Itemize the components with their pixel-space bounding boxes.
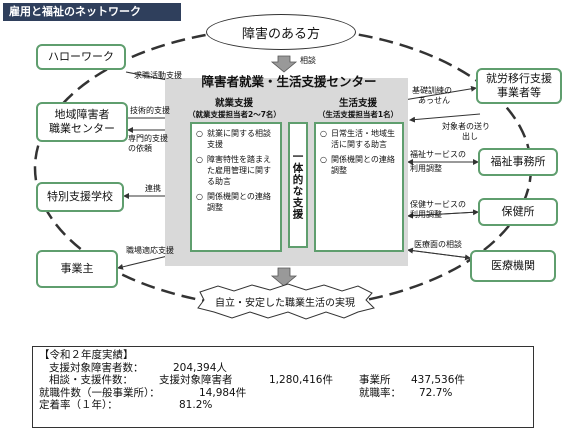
transition-line2: 事業者等 — [497, 86, 541, 99]
label-welfare-2: 利用調整 — [410, 164, 442, 173]
node-employer: 事業主 — [36, 250, 118, 288]
label-welfare-1: 福祉サービスの — [410, 150, 466, 159]
transition-line1: 就労移行支援 — [486, 72, 552, 85]
label-send-2: 出し — [462, 132, 478, 141]
node-hello-work: ハローワーク — [36, 44, 126, 70]
life-support-title: 生活支援 — [338, 98, 377, 109]
consult-label: 相談 — [300, 56, 316, 65]
label-pro-support-2: の依頼 — [128, 144, 152, 153]
label-basic-2: あっせん — [418, 96, 450, 105]
result-label: 自立・安定した職業生活の実現 — [215, 298, 355, 309]
voc-center-line1: 地域障害者 — [54, 108, 110, 121]
label-tech-support: 技術的支援 — [130, 106, 170, 115]
label-health-1: 保健サービスの — [410, 200, 466, 209]
summary-l3-right-value: 72.7% — [419, 386, 453, 399]
job-support-sub: （就業支援担当者2〜7名） — [188, 110, 281, 119]
top-node-disabled-person: 障害のある方 — [206, 14, 356, 50]
node-welfare-office: 福祉事務所 — [478, 148, 558, 176]
life-item: 関係機関との連絡調整 — [320, 154, 398, 176]
summary-l3-right: 就職率： — [359, 386, 401, 399]
summary-l2-right: 事業所 — [359, 374, 391, 386]
voc-center-line2: 職業センター — [49, 122, 115, 135]
summary-box: 【令和２年度実績】 支援対象障害者数： 204,394人 相談・支援件数： 支援… — [32, 346, 534, 428]
life-support-card: 日常生活・地域生活に関する助言 関係機関との連絡調整 — [314, 122, 404, 252]
life-support-head: 生活支援 （生活支援担当者1名） — [312, 98, 404, 120]
job-item: 就業に関する相談支援 — [196, 128, 276, 150]
job-support-head: 就業支援 （就業支援担当者2〜7名） — [188, 98, 281, 120]
result-starburst — [197, 283, 375, 320]
label-medical-consult: 医療面の相談 — [414, 240, 462, 249]
summary-l1-value: 204,394人 — [173, 361, 227, 374]
summary-l2-mid: 支援対象障害者 — [159, 374, 233, 386]
label-health-2: 利用調整 — [410, 210, 442, 219]
node-medical: 医療機関 — [470, 250, 556, 282]
label-pro-support-1: 専門的支援 — [128, 134, 168, 143]
life-support-sub: （生活支援担当者1名） — [317, 110, 399, 119]
node-vocational-center: 地域障害者 職業センター — [36, 102, 128, 142]
label-coop: 連携 — [145, 184, 161, 193]
life-item: 日常生活・地域生活に関する助言 — [320, 128, 398, 150]
summary-l2-label: 相談・支援件数： — [49, 374, 133, 386]
summary-l3-label: 就職件数（一般事業所）： — [39, 386, 160, 399]
down-arrow-bottom — [270, 267, 298, 287]
label-send-1: 対象者の送り — [442, 122, 490, 131]
summary-l4-label: 定着率（１年）： — [39, 399, 118, 411]
label-basic-1: 基礎訓練の — [412, 86, 452, 95]
label-adapt: 職場適応支援 — [126, 246, 174, 255]
integrated-support: 一体的な支援 — [288, 122, 308, 248]
job-support-card: 就業に関する相談支援 障害特性を踏まえた雇用管理に関する助言 関係機関との連絡調… — [190, 122, 282, 252]
job-support-title: 就業支援 — [214, 98, 253, 109]
page-title: 雇用と福祉のネットワーク — [3, 3, 181, 21]
node-transition-support: 就労移行支援 事業者等 — [476, 68, 562, 104]
node-special-school: 特別支援学校 — [36, 182, 124, 212]
summary-title: 【令和２年度実績】 — [39, 349, 134, 361]
summary-l4-value: 81.2% — [179, 399, 213, 411]
label-job-search: 求職活動支援 — [134, 71, 182, 80]
summary-l1-label: 支援対象障害者数： — [49, 361, 144, 374]
center-title: 障害者就業・生活支援センター — [201, 74, 377, 89]
down-arrow-top — [270, 55, 298, 73]
job-item: 障害特性を踏まえた雇用管理に関する助言 — [196, 154, 276, 187]
summary-l2-mid-value: 1,280,416件 — [269, 374, 333, 386]
summary-l3-value: 14,984件 — [199, 386, 247, 399]
job-item: 関係機関との連絡調整 — [196, 191, 276, 213]
node-health-center: 保健所 — [478, 198, 558, 226]
summary-l2-right-value: 437,536件 — [411, 374, 465, 386]
